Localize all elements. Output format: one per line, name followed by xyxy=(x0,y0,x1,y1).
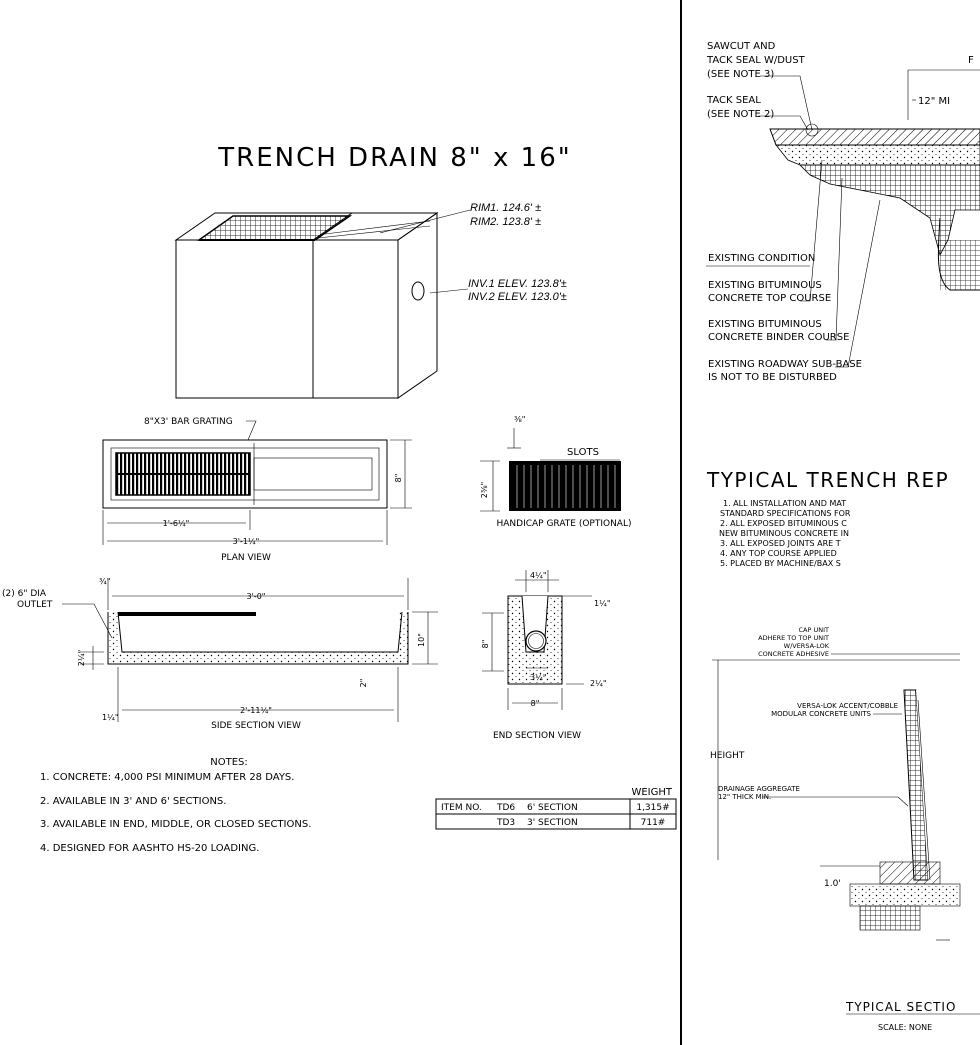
one-foot: 1.0' xyxy=(824,879,841,889)
inv2-label: INV.2 ELEV. 123.0'± xyxy=(468,291,567,303)
end-dim-inner: 3¼" xyxy=(530,673,547,682)
handicap-label: HANDICAP GRATE (OPTIONAL) xyxy=(496,519,631,529)
end-dim-top: 4¼" xyxy=(530,571,547,580)
side-dim-one: 1¼" xyxy=(102,713,119,722)
layer-binder-1: EXISTING BITUMINOUS xyxy=(708,319,822,330)
table-row2-code: TD3 xyxy=(496,818,515,828)
note-4: 4. DESIGNED FOR AASHTO HS-20 LOADING. xyxy=(40,843,259,854)
trench-note-3: 3. ALL EXPOSED JOINTS ARE T xyxy=(720,539,841,548)
cap-2: ADHERE TO TOP UNIT xyxy=(758,634,829,642)
note-2: 2. AVAILABLE IN 3' AND 6' SECTIONS. xyxy=(40,796,226,807)
trench-note-2: 2. ALL EXPOSED BITUMINOUS C xyxy=(720,519,847,528)
trench-note-1: 1. ALL INSTALLATION AND MAT xyxy=(723,499,846,508)
layer-top-2: CONCRETE TOP COURSE xyxy=(708,293,831,304)
rim2-label: RIM2. 123.8' ± xyxy=(470,216,541,228)
trench-note-1b: STANDARD SPECIFICATIONS FOR xyxy=(720,509,851,518)
table-row1-code: TD6 xyxy=(496,803,515,813)
note-3: 3. AVAILABLE IN END, MIDDLE, OR CLOSED S… xyxy=(40,819,311,830)
slots-label: SLOTS xyxy=(567,447,599,458)
plan-dim-2: 3'-1¼" xyxy=(233,537,260,546)
handicap-grate xyxy=(509,461,621,511)
min-12: 12" MI xyxy=(918,96,950,107)
plan-dim-1: 1'-6¼" xyxy=(163,519,190,528)
table-row1-weight: 1,315# xyxy=(636,803,669,813)
table-row2-weight: 711# xyxy=(641,818,666,828)
drainage-1: DRAINAGE AGGREGATE xyxy=(718,785,800,793)
layer-top-1: EXISTING BITUMINOUS xyxy=(708,280,822,291)
table-row2-section: 3' SECTION xyxy=(527,818,578,828)
callout-note3: (SEE NOTE 3) xyxy=(707,69,774,80)
callout-tack-dust: TACK SEAL W/DUST xyxy=(706,55,806,66)
versa-1: VERSA-LOK ACCENT/COBBLE xyxy=(797,702,898,710)
trench-title: TYPICAL TRENCH REP xyxy=(706,468,949,492)
note-1: 1. CONCRETE: 4,000 PSI MINIMUM AFTER 28 … xyxy=(40,772,294,783)
inv1-label: INV.1 ELEV. 123.8'± xyxy=(468,278,567,290)
side-section xyxy=(107,611,409,665)
outlet-label-2: OUTLET xyxy=(17,600,53,610)
cap-3: W/VERSA-LOK xyxy=(784,642,830,650)
layer-binder-2: CONCRETE BINDER COURSE xyxy=(708,332,849,343)
side-view-label: SIDE SECTION VIEW xyxy=(211,721,301,731)
side-dim-bottom: 2'-11¼" xyxy=(240,706,272,715)
notes-title: NOTES: xyxy=(210,757,248,768)
end-dim-r2: 2¼" xyxy=(590,679,607,688)
plan-view xyxy=(102,439,388,509)
partial-r: F xyxy=(968,55,974,66)
cap-4: CONCRETE ADHESIVE xyxy=(758,650,829,658)
side-dim-height: 10" xyxy=(417,633,426,647)
outlet-pipe xyxy=(411,281,425,301)
side-dim-top: 3'-0" xyxy=(247,592,266,601)
callout-sawcut: SAWCUT AND xyxy=(707,41,776,52)
trench-note-5: 5. PLACED BY MACHINE/BAX S xyxy=(720,559,841,568)
grating-label: 8"X3' BAR GRATING xyxy=(144,417,233,427)
end-section xyxy=(507,595,563,685)
handicap-slots xyxy=(516,465,616,508)
scale-label: SCALE: NONE xyxy=(878,1023,932,1032)
side-dim-inner: 2" xyxy=(359,679,368,688)
height-label: HEIGHT xyxy=(710,751,745,761)
plan-view-label: PLAN VIEW xyxy=(221,553,271,563)
isometric-drain xyxy=(174,212,439,399)
weight-header: WEIGHT xyxy=(631,787,672,798)
section-title: TYPICAL SECTIO xyxy=(845,1000,956,1014)
outlet-label-1: (2) 6" DIA xyxy=(2,589,47,599)
table-row1-section: 6' SECTION xyxy=(527,803,578,813)
drainage-2: 12" THICK MIN. xyxy=(718,793,771,801)
weight-table: WEIGHT ITEM NO. TD6 6' SECTION 1,315# TD… xyxy=(435,787,677,830)
end-dim-h: 8" xyxy=(481,640,490,649)
cap-1: CAP UNIT xyxy=(799,626,830,634)
versa-2: MODULAR CONCRETE UNITS xyxy=(771,710,871,718)
iso-grating xyxy=(196,215,353,241)
side-dim-left: 2¼" xyxy=(77,650,86,667)
side-dim-small: ¾" xyxy=(99,577,110,586)
slot-dim-a: ⅜" xyxy=(514,415,525,424)
trench-note-4: 4. ANY TOP COURSE APPLIED xyxy=(720,549,837,558)
end-view-label: END SECTION VIEW xyxy=(493,731,581,741)
table-row1-item: ITEM NO. xyxy=(441,803,482,813)
pavement-section xyxy=(769,123,980,291)
slot-dim-b: 2⅜" xyxy=(480,482,489,499)
end-dim-bottom: 8" xyxy=(531,699,540,708)
callout-note2: (SEE NOTE 2) xyxy=(707,109,774,120)
left-title: TRENCH DRAIN 8" x 16" xyxy=(217,143,571,173)
existing-condition: EXISTING CONDITION xyxy=(708,253,815,264)
trench-note-2b: NEW BITUMINOUS CONCRETE IN xyxy=(719,529,849,538)
layer-subbase-2: IS NOT TO BE DISTURBED xyxy=(708,372,837,383)
layer-subbase-1: EXISTING ROADWAY SUB-BASE xyxy=(708,359,862,370)
retaining-wall xyxy=(820,689,980,931)
callout-tack-seal: TACK SEAL xyxy=(706,95,761,106)
end-dim-right: 1¼" xyxy=(594,599,611,608)
rim1-label: RIM1. 124.6' ± xyxy=(470,202,541,214)
plan-height: 8" xyxy=(394,474,403,483)
